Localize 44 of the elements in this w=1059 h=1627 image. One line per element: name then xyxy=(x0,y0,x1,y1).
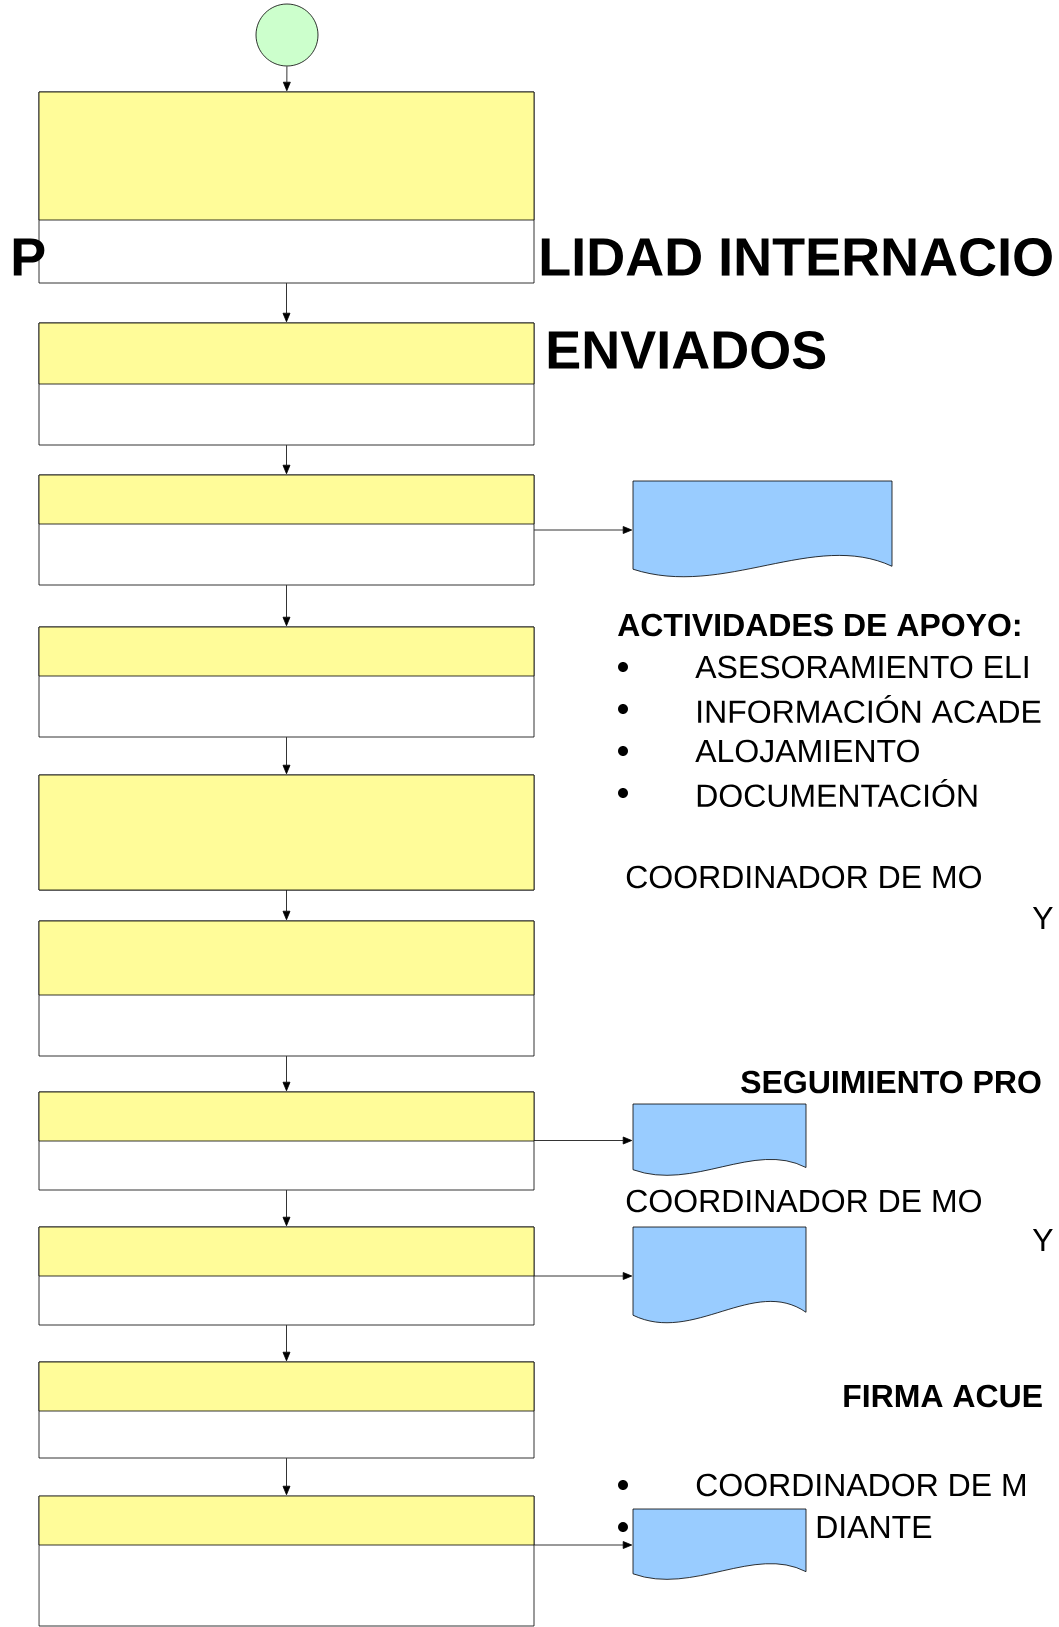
process-box xyxy=(38,774,535,891)
role-text: Y xyxy=(1032,1229,1053,1251)
arrow xyxy=(282,66,291,92)
arrow xyxy=(282,584,291,627)
arrow xyxy=(282,444,291,475)
heading-text: FIRMA ACUE xyxy=(844,1384,1042,1408)
bullet-item: INFORMACIÓN ACADE xyxy=(618,695,1041,724)
arrow xyxy=(282,1324,291,1362)
arrow xyxy=(533,1272,633,1280)
bullet-item: ALOJAMIENTO xyxy=(618,739,919,763)
process-box xyxy=(38,1495,535,1627)
arrow xyxy=(533,1541,633,1549)
bullet-item: DOCUMENTACIÓN xyxy=(618,779,977,808)
process-box xyxy=(38,626,535,738)
document-shape xyxy=(632,1226,807,1324)
process-box xyxy=(38,920,535,1057)
title-text: LIDAD INTERNACIO xyxy=(541,237,1052,277)
process-box xyxy=(38,1361,535,1459)
arrow xyxy=(533,526,633,534)
title-text: P xyxy=(13,238,45,276)
role-text: COORDINADOR DE MO xyxy=(626,865,981,889)
document-shape xyxy=(632,1103,807,1176)
bullet-item: ASESORAMIENTO ELI xyxy=(618,655,1028,679)
title-text: ENVIADOS xyxy=(548,330,826,370)
heading-text: ACTIVIDADES DE APOYO: xyxy=(618,613,1020,637)
bullet-item: COORDINADOR DE M xyxy=(618,1473,1025,1497)
process-box xyxy=(38,322,535,446)
heading-text: SEGUIMIENTO PRO xyxy=(741,1070,1041,1094)
process-box xyxy=(38,1091,535,1191)
arrow xyxy=(282,282,291,323)
arrow xyxy=(282,1457,291,1496)
arrow xyxy=(282,889,291,921)
bullet-item: DIANTE xyxy=(618,1516,932,1538)
arrow xyxy=(282,736,291,775)
process-box xyxy=(38,1226,535,1326)
start-circle xyxy=(255,3,319,67)
document-shape xyxy=(632,1508,807,1580)
document-shape xyxy=(632,480,893,578)
role-text: Y xyxy=(1032,907,1053,929)
arrow xyxy=(533,1136,633,1145)
arrow xyxy=(282,1189,291,1227)
role-text: COORDINADOR DE MO xyxy=(626,1189,981,1213)
arrow xyxy=(282,1055,291,1092)
process-box xyxy=(38,474,535,586)
